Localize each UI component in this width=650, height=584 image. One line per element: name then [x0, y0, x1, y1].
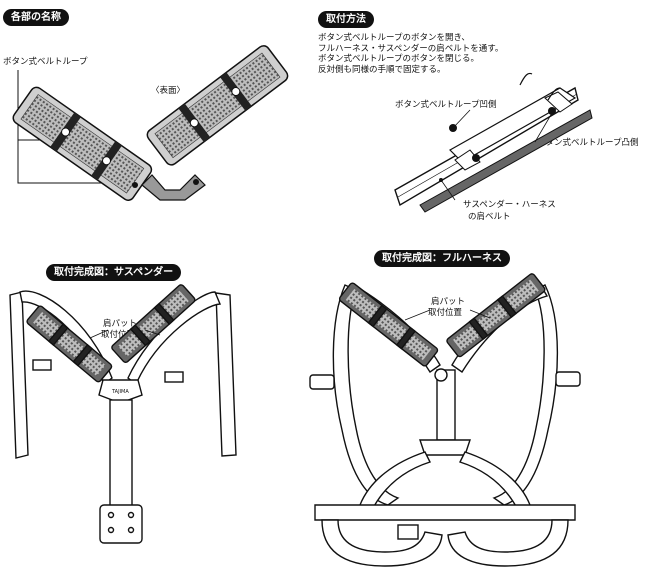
- shoulder-belt-label-1: サスペンダー・ハーネス: [463, 200, 556, 210]
- shoulder-belt-label-2: の肩ベルト: [468, 212, 511, 222]
- front-side-label: 〈表面〉: [151, 86, 186, 96]
- suspender-brand-mark: TAJIMA: [111, 389, 129, 395]
- step-4: 反対側も同様の手順で固定する。: [318, 64, 446, 75]
- section-title-attach: 取付方法: [318, 11, 374, 28]
- step-3: ボタン式ベルトループのボタンを閉じる。: [318, 54, 479, 64]
- button-loop-label: ボタン式ベルトループ: [3, 57, 88, 67]
- step-1: ボタン式ベルトループのボタンを開き、: [318, 33, 470, 43]
- section-title-fullharness: 取付完成図：フルハーネス: [374, 250, 510, 267]
- section-title-parts: 各部の名称: [3, 9, 69, 26]
- section-title-suspender: 取付完成図：サスペンダー: [46, 264, 182, 281]
- attach-steps: ボタン式ベルトループのボタンを開き、 フルハーネス・サスペンダーの肩ベルトを通す…: [318, 33, 503, 75]
- fullharness-illustration: [309, 273, 581, 567]
- shoulder-pad-illustration: [12, 45, 289, 201]
- concave-side-label: ボタン式ベルトループ凹側: [395, 100, 497, 110]
- pad-position-label-suspender-1: 肩パット: [103, 319, 138, 329]
- pad-position-label-harness-2: 取付位置: [428, 308, 463, 318]
- pad-position-label-suspender-2: 取付位置: [101, 330, 136, 340]
- pad-position-label-harness-1: 肩パット: [431, 297, 466, 307]
- convex-side-label: ボタン式ベルトループ凸側: [537, 138, 639, 148]
- attach-diagram: [394, 72, 593, 213]
- suspender-illustration: [9, 284, 237, 544]
- step-2: フルハーネス・サスペンダーの肩ベルトを通す。: [318, 43, 504, 54]
